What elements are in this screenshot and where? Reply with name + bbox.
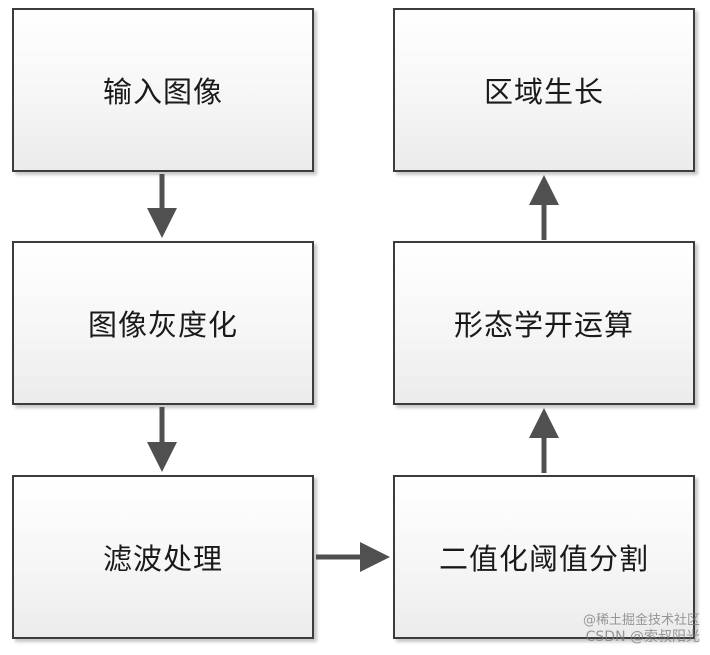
step-morphological-opening: 形态学开运算 <box>393 241 695 405</box>
arrow-morphology-to-region-growing <box>529 175 559 240</box>
watermark-line-2: CSDN @索叔阳光 <box>585 628 700 645</box>
step-input-image: 输入图像 <box>12 8 314 172</box>
step-region-growing: 区域生长 <box>393 8 695 172</box>
arrow-grayscale-to-filtering <box>147 407 177 472</box>
arrow-input-to-grayscale <box>147 174 177 238</box>
step-label: 区域生长 <box>483 75 604 109</box>
arrow-threshold-to-morphology <box>529 408 559 473</box>
step-label: 形态学开运算 <box>453 308 634 342</box>
step-label: 滤波处理 <box>102 542 223 576</box>
step-grayscale: 图像灰度化 <box>12 241 314 405</box>
step-label: 二值化阈值分割 <box>438 542 649 576</box>
watermark-line-1: @稀土掘金技术社区 <box>582 612 700 628</box>
step-threshold-segmentation: 二值化阈值分割 <box>393 475 695 639</box>
step-label: 输入图像 <box>102 75 223 109</box>
step-label: 图像灰度化 <box>87 308 238 342</box>
step-filtering: 滤波处理 <box>12 475 314 639</box>
watermark: @稀土掘金技术社区 CSDN @索叔阳光 <box>582 612 700 645</box>
arrow-filtering-to-threshold <box>316 542 390 572</box>
